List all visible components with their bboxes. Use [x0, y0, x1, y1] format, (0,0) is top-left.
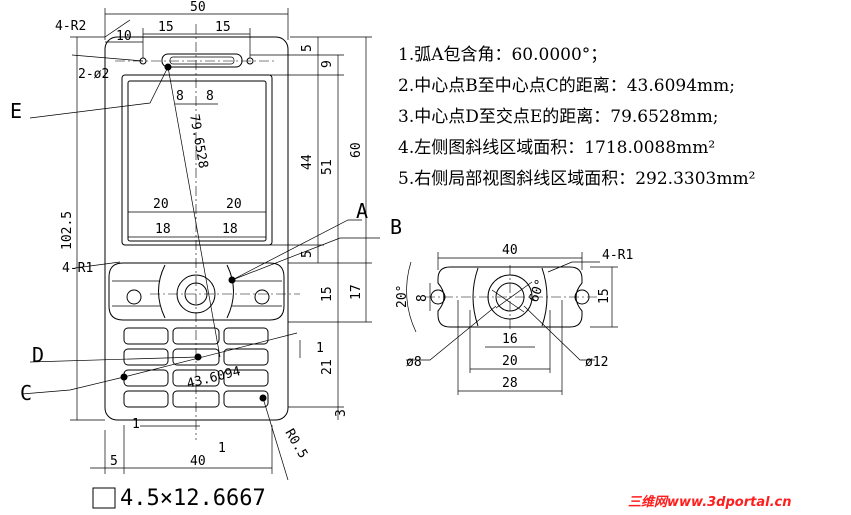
- detail-arc-left: [472, 267, 479, 327]
- keypad-grid: [123, 327, 269, 408]
- speaker-slot-inner: [169, 56, 235, 65]
- note-5: 5.右侧局部视图斜线区域面积：292.3303mm²: [398, 169, 756, 189]
- dim-15-b: 15: [215, 20, 231, 35]
- dim-60: 60: [349, 142, 364, 158]
- nav-arc-left: [158, 264, 166, 319]
- dim-1-bottom-mid: 1: [218, 441, 226, 456]
- dim-5-bottom: 5: [110, 454, 118, 469]
- dim-18-a: 18: [155, 222, 171, 237]
- rdim-16: 16: [502, 332, 518, 347]
- label-c: C: [20, 381, 32, 405]
- speaker-slot: [161, 53, 243, 68]
- rdim-60deg: 60°: [527, 277, 549, 304]
- rdim-28: 28: [502, 376, 518, 391]
- dim-50: 50: [190, 0, 206, 15]
- right-view: [406, 252, 618, 395]
- phone-body-outline: [104, 36, 289, 421]
- dim-40-bottom: 40: [190, 454, 206, 469]
- dim-9: 9: [320, 60, 335, 68]
- dim-17: 17: [349, 284, 364, 300]
- note-3: 3.中心点D至交点E的距离：79.6528mm;: [398, 107, 719, 127]
- rdim-phi12: ø12: [585, 355, 608, 370]
- dim-43-6094: 43.6094: [185, 364, 242, 392]
- dim-21: 21: [320, 359, 335, 375]
- soft-key-left: [126, 289, 142, 305]
- label-d: D: [32, 343, 44, 367]
- dim-4-r2: 4-R2: [55, 19, 86, 34]
- note-2: 2.中心点B至中心点C的距离：43.6094mm;: [398, 76, 735, 96]
- dim-4-r1: 4-R1: [62, 261, 93, 276]
- left-view: [21, 8, 380, 509]
- dim-5-top: 5: [300, 44, 315, 52]
- dim-79-6528: 79.6528: [186, 113, 210, 170]
- screen-outer: [121, 74, 273, 246]
- hatch-symbol-box: [92, 487, 116, 509]
- dim-3: 3: [334, 409, 349, 417]
- note-4: 4.左侧图斜线区域面积：1718.0088mm²: [398, 138, 716, 158]
- dim-8-b: 8: [206, 89, 214, 104]
- rdim-phi8: ø8: [406, 355, 422, 370]
- dim-5-mid: 5: [300, 250, 315, 258]
- dim-10: 10: [116, 29, 132, 44]
- dim-20-a: 20: [153, 197, 169, 212]
- soft-key-right: [254, 289, 270, 305]
- dim-18-b: 18: [222, 222, 238, 237]
- label-e: E: [10, 99, 22, 123]
- dim-15-right: 15: [320, 286, 335, 302]
- dim-44: 44: [300, 154, 315, 170]
- detail-outline: [437, 266, 583, 328]
- watermark: 三维网www.3dportal.cn: [628, 495, 792, 510]
- dim-15-a: 15: [158, 20, 174, 35]
- label-a: A: [356, 199, 368, 223]
- rdim-20deg: 20°: [395, 285, 410, 308]
- dim-51: 51: [320, 159, 335, 175]
- rdim-40: 40: [502, 243, 518, 258]
- label-b: B: [390, 215, 402, 239]
- rdim-20: 20: [502, 354, 518, 369]
- rdim-8: 8: [415, 294, 430, 302]
- rdim-4-r1: 4-R1: [602, 248, 633, 263]
- dim-2-phi2: 2-ø2: [78, 67, 109, 82]
- rdim-15: 15: [597, 288, 612, 304]
- screen-inner: [127, 80, 267, 242]
- nav-arc-right: [226, 264, 234, 319]
- dim-8-a: 8: [176, 89, 184, 104]
- note-1: 1.弧A包含角：60.0000°；: [398, 45, 608, 65]
- hatch-symbol-text: 4.5×12.6667: [120, 486, 266, 511]
- notes-list: 1.弧A包含角：60.0000°； 2.中心点B至中心点C的距离：43.6094…: [398, 40, 848, 195]
- nav-region-outline: [108, 262, 285, 321]
- dim-1-right: 1: [316, 341, 324, 356]
- dim-1-bottom-left: 1: [132, 417, 140, 432]
- dim-r0-5: R0.5: [282, 427, 311, 462]
- dim-102-5: 102.5: [60, 211, 75, 250]
- dim-20-b: 20: [226, 197, 242, 212]
